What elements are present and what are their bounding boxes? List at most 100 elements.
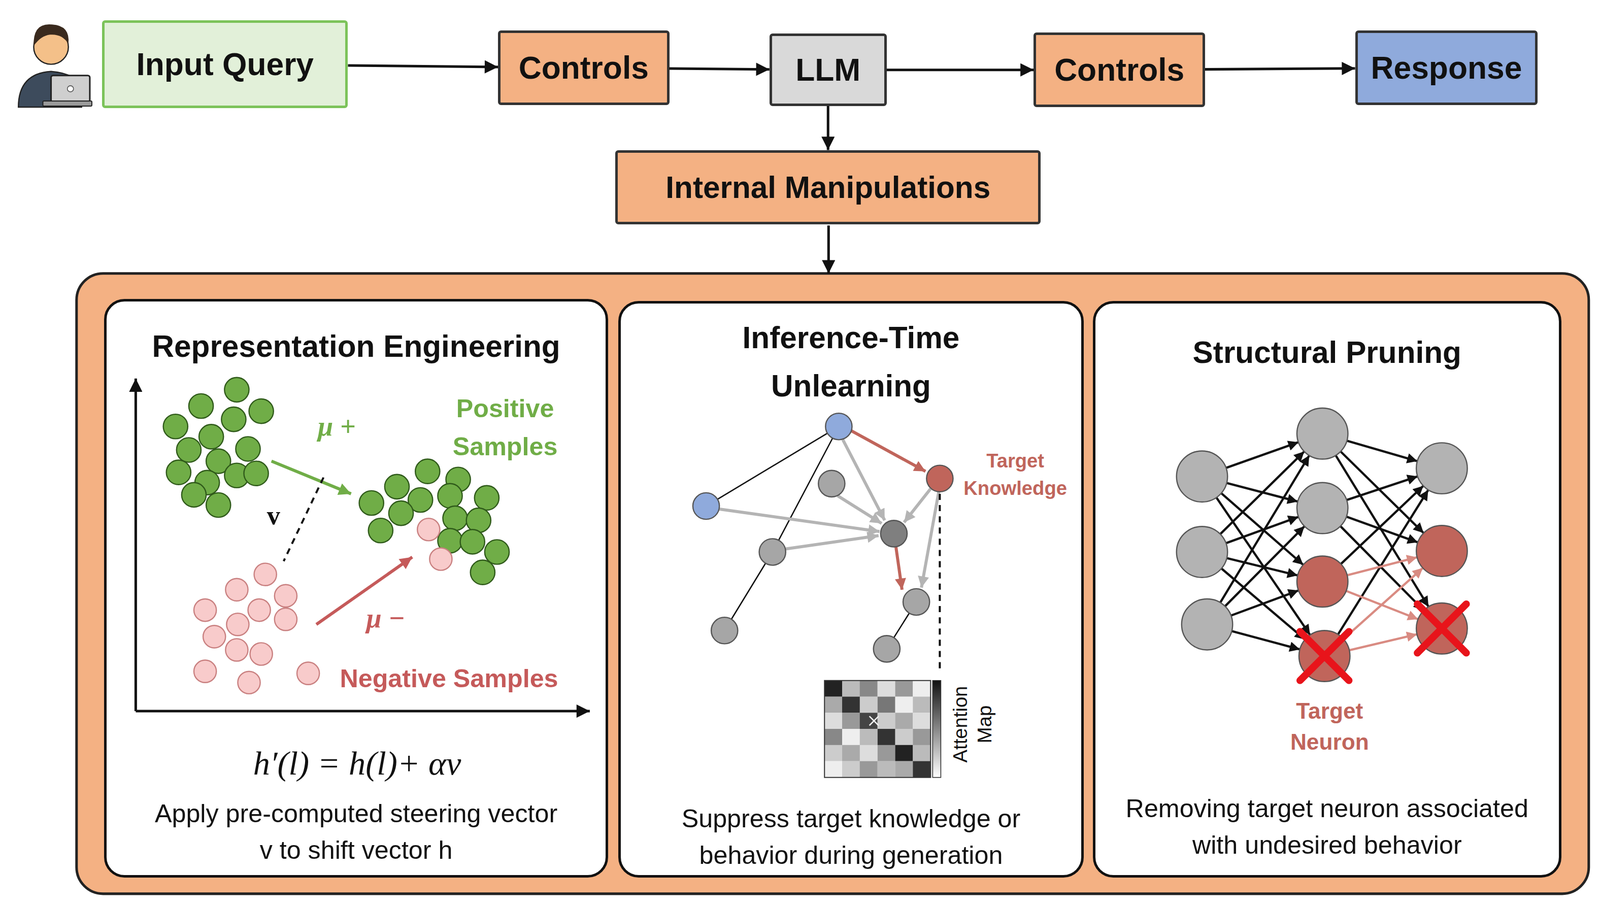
user-hair — [33, 24, 69, 47]
positive-sample — [166, 460, 191, 485]
target-network-arrow — [1346, 590, 1419, 620]
network-arrow — [1220, 455, 1310, 603]
attention-cell — [877, 745, 896, 762]
box-label: LLM — [795, 51, 861, 88]
graph-link — [724, 551, 773, 631]
graph-node — [711, 617, 738, 644]
network-arrow — [1221, 493, 1304, 565]
positive-sample — [484, 539, 510, 564]
graph-node — [692, 492, 720, 520]
graph-node — [903, 588, 930, 616]
network-arrow — [1338, 489, 1429, 635]
graph-node — [873, 635, 900, 662]
flow-box: LLM — [769, 33, 887, 107]
attention-cell — [877, 680, 896, 697]
positive-sample — [359, 490, 384, 516]
positive-sample — [437, 483, 462, 509]
network-arrow — [1224, 526, 1305, 607]
network-arrow — [1225, 442, 1299, 469]
attention-cell — [824, 761, 843, 778]
positive-sample — [470, 560, 495, 585]
attention-cell — [842, 728, 860, 746]
negative-sample — [296, 662, 320, 685]
attention-map-frame — [824, 680, 931, 778]
flow-arrow — [669, 68, 770, 70]
vector-label: v — [258, 500, 289, 531]
attention-cell — [895, 712, 914, 729]
positive-sample — [384, 474, 410, 499]
panel-title: Representation Engineering — [111, 327, 602, 365]
user-icon — [18, 24, 92, 108]
graph-arrow — [785, 535, 879, 549]
graph-arrow — [842, 439, 885, 521]
graph-link — [772, 426, 840, 552]
attention-cell — [859, 696, 878, 714]
target-neuron — [1296, 556, 1349, 608]
positive-sample — [176, 437, 202, 462]
neuron — [1296, 482, 1349, 535]
positive-sample — [206, 448, 231, 474]
attention-cell — [912, 696, 931, 714]
box-label: Input Query — [136, 46, 314, 83]
attention-leader — [938, 493, 941, 669]
network-arrow — [1226, 558, 1298, 576]
negative-sample — [254, 563, 277, 586]
graph-link — [706, 426, 839, 507]
positive-sample — [224, 377, 249, 403]
box-label: Internal Manipulations — [665, 169, 991, 206]
attention-cell — [912, 712, 931, 729]
method-panel: Representation EngineeringApply pre-comp… — [104, 298, 609, 878]
target-path-arrow — [851, 430, 926, 472]
attention-cell — [895, 761, 914, 778]
neuron — [1296, 408, 1349, 460]
panel-caption: Apply pre-computed steering vector v to … — [152, 795, 561, 870]
attention-cell — [877, 728, 896, 746]
y-axis — [134, 378, 138, 712]
network-arrow — [1220, 451, 1305, 535]
box-label: Controls — [518, 49, 649, 86]
network-arrow — [1231, 630, 1300, 650]
method-panel: Inference-Time UnlearningSuppress target… — [618, 301, 1084, 878]
graph-node — [825, 413, 852, 440]
negative-sample — [225, 578, 248, 602]
manipulation-band — [76, 273, 1589, 894]
panel-caption: Removing target neuron associated with u… — [1101, 790, 1553, 864]
negative-sample — [429, 547, 452, 571]
positive-sample — [437, 528, 462, 553]
box-label: Response — [1371, 49, 1523, 86]
positive-sample — [249, 398, 274, 424]
attention-cell — [842, 745, 860, 762]
negative-shift-arrow — [316, 557, 413, 625]
method-panel: Structural PruningRemoving target neuron… — [1092, 301, 1562, 878]
attention-cell — [912, 680, 931, 697]
positive-sample — [235, 436, 260, 461]
positive-sample — [460, 529, 485, 554]
target-network-arrow — [1347, 557, 1418, 576]
prune-cross — [1417, 604, 1466, 653]
network-arrow — [1346, 440, 1418, 461]
neuron — [1416, 442, 1468, 494]
network-arrow — [1225, 516, 1299, 544]
target-node — [926, 465, 953, 492]
positive-sample — [388, 501, 414, 526]
network-arrow — [1346, 516, 1418, 543]
cluster-label: Positive Samples — [444, 389, 565, 466]
graph-arrow — [719, 509, 880, 532]
shift-label: μ − — [349, 602, 422, 635]
negative-sample — [193, 660, 217, 683]
graph-link — [886, 602, 917, 649]
network-arrow — [1335, 455, 1429, 607]
network-arrow — [1226, 483, 1298, 503]
attention-cell — [824, 745, 843, 762]
positive-sample — [206, 492, 231, 518]
steering-formula: h′(l) = h(l)+ αv — [193, 742, 521, 784]
positive-sample — [163, 414, 188, 439]
negative-sample — [237, 671, 260, 694]
laptop-base — [42, 101, 92, 107]
graph-node — [818, 470, 845, 497]
positive-sample — [181, 482, 207, 508]
positive-sample — [224, 463, 249, 488]
attention-cell — [895, 680, 914, 697]
attention-colorbar — [932, 680, 941, 778]
flow-box: Controls — [497, 30, 670, 106]
